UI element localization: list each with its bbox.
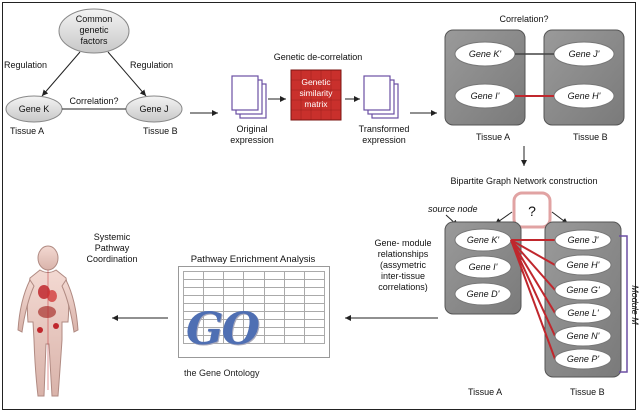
systemic-label-3: Coordination [86, 254, 137, 264]
transformed-label-2: expression [362, 135, 406, 145]
bip-gene-j-label: Gene J' [568, 235, 599, 245]
tissue-correlation: Correlation? Gene K' Gene I' Gene J' Gen… [444, 14, 625, 142]
question-box [512, 191, 552, 229]
bip-gene-l [554, 302, 612, 324]
bip-gene-j [554, 229, 612, 251]
tissue-b-right-label: Tissue B [573, 132, 608, 142]
module-label: Module M [630, 285, 640, 325]
tissue-a-label: Tissue A [10, 126, 44, 136]
bip-gene-l-label: Gene L' [567, 308, 599, 318]
pathway-table-thumbnail [178, 266, 330, 358]
original-label-1: Original [236, 124, 267, 134]
relationships-label-5: correlations) [378, 282, 428, 292]
transformed-label-1: Transformed [359, 124, 410, 134]
transformed-expression-docs [363, 75, 399, 119]
human-body-figure [17, 245, 79, 397]
genetic-factors-triangle: Common genetic factors Regulation Regula… [4, 8, 183, 136]
similarity-matrix [290, 69, 342, 121]
relationships-label-2: relationships [378, 249, 429, 259]
bip-gene-d-label: Gene D' [467, 289, 500, 299]
matrix-label-2: similarity [299, 88, 333, 98]
enrichment-table [182, 271, 326, 344]
bip-gene-i-label: Gene I' [469, 262, 498, 272]
bip-tissue-a-label: Tissue A [468, 387, 502, 397]
regulation-arrow-right [107, 51, 147, 97]
bipartite-title: Bipartite Graph Network construction [450, 176, 597, 186]
systemic-label-1: Systemic [94, 232, 131, 242]
bip-gene-g-label: Gene G' [566, 285, 600, 295]
go-logo: GO [186, 304, 260, 355]
matrix-label-3: matrix [304, 99, 328, 109]
regulation-left-label: Regulation [4, 60, 47, 70]
bip-gene-k-label: Gene K' [467, 235, 500, 245]
bip-gene-d [454, 282, 512, 306]
bip-gene-g [554, 279, 612, 301]
question-mark: ? [528, 203, 536, 219]
gene-k-prime-label: Gene K' [469, 49, 502, 59]
bip-tissue-b-label: Tissue B [570, 387, 605, 397]
bip-gene-i [454, 255, 512, 279]
relationships-label-3: (assymetric [380, 260, 427, 270]
gene-h-prime-label: Gene H' [568, 91, 601, 101]
module-edges [510, 239, 556, 360]
bip-gene-h [554, 254, 612, 276]
bip-gene-p [554, 348, 612, 370]
bip-gene-p-label: Gene P' [567, 354, 600, 364]
factors-label-1: Common [76, 14, 113, 24]
regulation-arrow-left [41, 51, 81, 97]
bip-gene-n-label: Gene N' [567, 331, 600, 341]
go-subtitle: the Gene Ontology [184, 368, 260, 378]
original-expression-docs [231, 75, 267, 119]
regulation-right-label: Regulation [130, 60, 173, 70]
correlation-question: Correlation? [499, 14, 548, 24]
bip-gene-h-label: Gene H' [567, 260, 600, 270]
gene-j-label: Gene J [139, 104, 168, 114]
decorrelation-title: Genetic de-correlation [274, 52, 363, 62]
matrix-label-1: Genetic [301, 77, 331, 87]
figure-frame [2, 2, 636, 410]
bip-gene-n [554, 325, 612, 347]
factors-label-3: factors [80, 36, 108, 46]
module-bracket [619, 235, 628, 373]
systemic-label-2: Pathway [95, 243, 130, 253]
relationships-label-4: inter-tissue [381, 271, 425, 281]
pathway-title: Pathway Enrichment Analysis [191, 254, 316, 265]
gene-k-label: Gene K [19, 104, 50, 114]
bipartite-network: Bipartite Graph Network construction ? s… [374, 176, 640, 397]
tissue-b-label: Tissue B [143, 126, 178, 136]
original-label-2: expression [230, 135, 274, 145]
source-node-label: source node [428, 204, 478, 214]
relationships-label-1: Gene- module [374, 238, 431, 248]
factors-label-2: genetic [79, 25, 109, 35]
tissue-a-right-label: Tissue A [476, 132, 510, 142]
genetic-decorrelation: Genetic de-correlation Genetic similarit… [230, 52, 409, 145]
correlation-label: Correlation? [69, 96, 118, 106]
gene-j-prime-label: Gene J' [569, 49, 600, 59]
gene-i-prime-label: Gene I' [471, 91, 500, 101]
factors-node [58, 8, 130, 54]
